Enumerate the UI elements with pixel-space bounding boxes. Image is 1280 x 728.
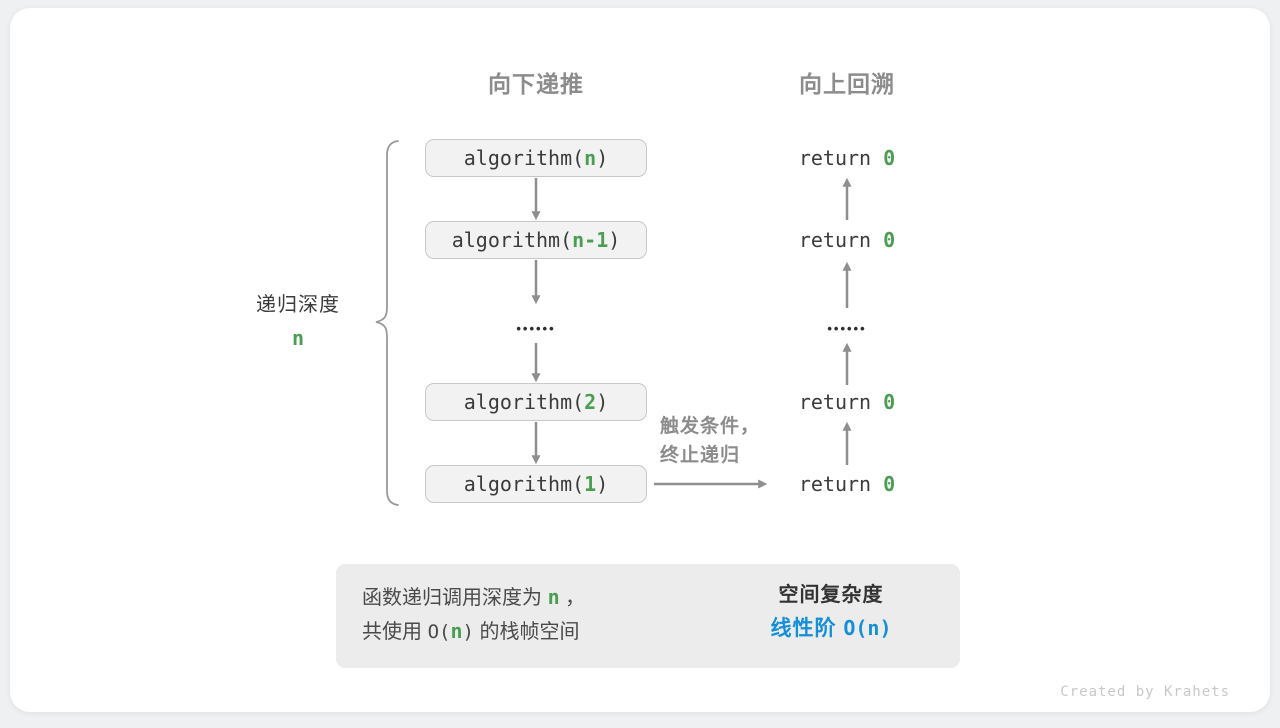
summary-text: 函数递归调用深度为 bbox=[362, 587, 548, 609]
code-pre: algorithm( bbox=[463, 390, 585, 414]
complexity-result-group: 空间复杂度 线性阶 O(n) bbox=[736, 580, 926, 647]
summary-line-2: 共使用 O(n) 的栈帧空间 bbox=[362, 614, 580, 649]
code-post: ) bbox=[596, 390, 609, 414]
code-post: ) bbox=[608, 228, 621, 252]
return-keyword: return bbox=[798, 228, 884, 252]
header-downward-recursion: 向下递推 bbox=[488, 71, 584, 97]
return-statement-2: return 0 bbox=[747, 226, 947, 254]
code-arg: n bbox=[584, 146, 597, 170]
depth-brace bbox=[375, 140, 399, 506]
credit-watermark: Created by Krahets bbox=[1060, 684, 1230, 700]
annotation-line-2: 终止递归 bbox=[660, 445, 741, 466]
depth-label: 递归深度 bbox=[256, 294, 340, 316]
code-pre: algorithm( bbox=[451, 228, 573, 252]
summary-var: n bbox=[450, 619, 463, 643]
return-statement-4: return 0 bbox=[747, 470, 947, 498]
header-upward-backtracking: 向上回溯 bbox=[799, 71, 895, 97]
ellipsis-left: •••••• bbox=[516, 321, 556, 336]
code-post: ) bbox=[596, 146, 609, 170]
call-box-n: algorithm(n) bbox=[425, 139, 647, 177]
annotation-line-1: 触发条件， bbox=[660, 416, 761, 437]
ellipsis-right: •••••• bbox=[827, 321, 867, 336]
return-keyword: return bbox=[798, 146, 884, 170]
code-pre: algorithm( bbox=[463, 146, 585, 170]
summary-formula-open: O( bbox=[427, 621, 451, 643]
return-value: 0 bbox=[883, 146, 896, 170]
code-arg: 2 bbox=[584, 390, 597, 414]
return-value: 0 bbox=[883, 390, 896, 414]
return-value: 0 bbox=[883, 228, 896, 252]
depth-value: n bbox=[291, 326, 305, 350]
space-complexity-title: 空间复杂度 bbox=[778, 584, 884, 606]
summary-formula-close: ) bbox=[462, 621, 474, 643]
summary-var: n bbox=[547, 585, 560, 609]
code-pre: algorithm( bbox=[463, 472, 585, 496]
complexity-order-label: 线性阶 bbox=[770, 617, 844, 640]
summary-line-1: 函数递归调用深度为 n ， bbox=[362, 580, 585, 615]
base-case-annotation: 触发条件， 终止递归 bbox=[660, 412, 760, 470]
code-arg: n-1 bbox=[572, 228, 609, 252]
call-box-n-1: algorithm(n-1) bbox=[425, 221, 647, 259]
call-box-2: algorithm(2) bbox=[425, 383, 647, 421]
complexity-formula: O(n) bbox=[843, 616, 892, 640]
summary-text: 共使用 bbox=[362, 621, 428, 643]
space-complexity-result: 线性阶 O(n) bbox=[736, 610, 926, 647]
return-value: 0 bbox=[883, 472, 896, 496]
depth-label-group: 递归深度 n bbox=[238, 288, 358, 350]
summary-text: ， bbox=[559, 587, 586, 609]
diagram-card: 向下递推 向上回溯 递归深度 n algorithm(n) algorithm(… bbox=[10, 8, 1270, 712]
call-box-1: algorithm(1) bbox=[425, 465, 647, 503]
code-post: ) bbox=[596, 472, 609, 496]
code-arg: 1 bbox=[584, 472, 597, 496]
return-keyword: return bbox=[798, 390, 884, 414]
return-statement-3: return 0 bbox=[747, 388, 947, 416]
summary-text: 的栈帧空间 bbox=[473, 621, 580, 643]
return-keyword: return bbox=[798, 472, 884, 496]
return-statement-1: return 0 bbox=[747, 144, 947, 172]
summary-panel: 函数递归调用深度为 n ， 共使用 O(n) 的栈帧空间 空间复杂度 线性阶 O… bbox=[336, 564, 960, 668]
